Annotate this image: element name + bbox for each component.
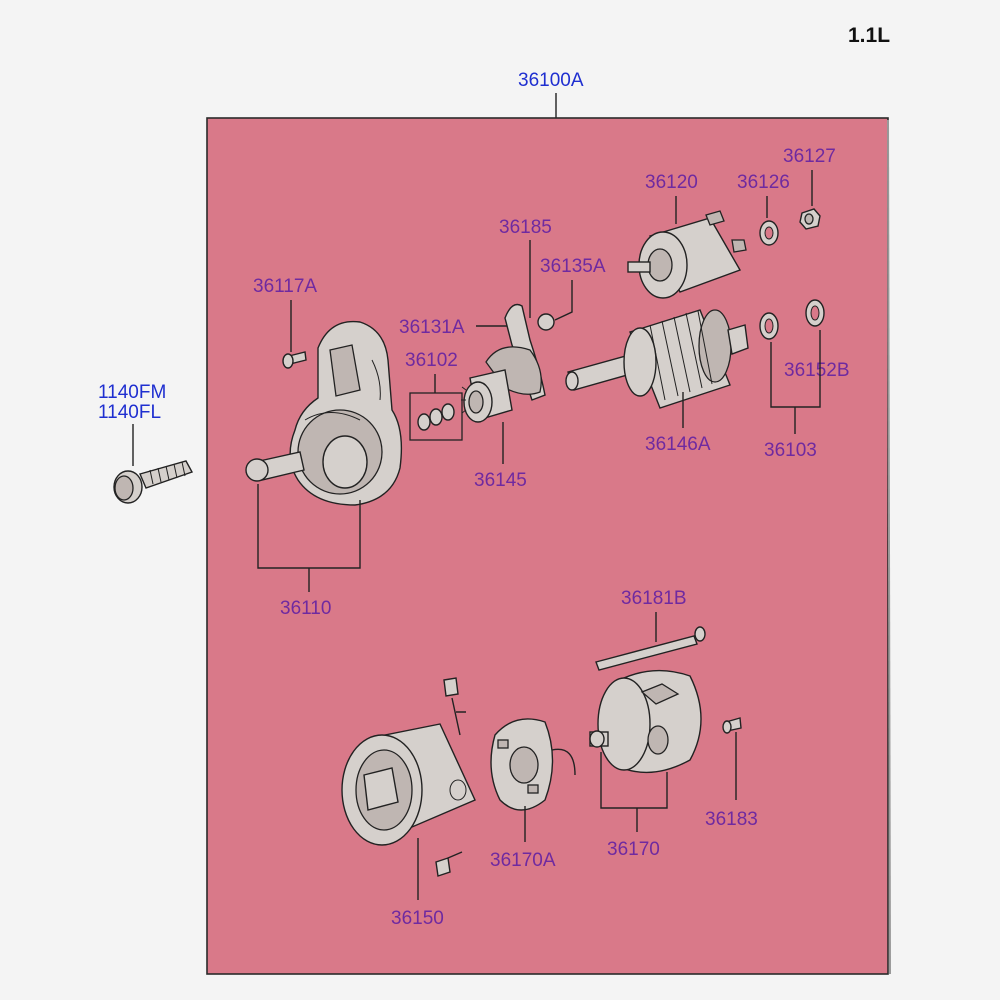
screw-icon: [282, 351, 307, 369]
bolt-label-fl[interactable]: 1140FL: [98, 402, 161, 423]
label-36117A[interactable]: 36117A: [253, 276, 317, 297]
leader-36135A: [554, 280, 573, 321]
panel-shadow: [887, 119, 891, 975]
label-36103[interactable]: 36103: [764, 440, 817, 461]
label-36135A[interactable]: 36135A: [540, 256, 606, 277]
front-housing-icon: [245, 320, 403, 506]
label-36170A[interactable]: 36170A: [490, 850, 556, 871]
label-36126[interactable]: 36126: [737, 172, 790, 193]
bolt-label-fm[interactable]: 1140FM: [98, 382, 166, 403]
label-36152B[interactable]: 36152B: [784, 360, 850, 381]
pinion-icon: [461, 369, 513, 423]
label-36131A[interactable]: 36131A: [399, 317, 465, 338]
label-36110[interactable]: 36110: [280, 598, 331, 619]
engine-size-label: 1.1L: [848, 24, 890, 47]
label-36120[interactable]: 36120: [645, 172, 698, 193]
shift-lever-icon: [485, 303, 555, 401]
label-36183[interactable]: 36183: [705, 809, 758, 830]
armature-icon: [565, 309, 749, 409]
rear-cover-icon: [589, 669, 702, 774]
nut-icon: [799, 208, 821, 230]
solenoid-icon: [627, 210, 747, 299]
label-36170[interactable]: 36170: [607, 839, 660, 860]
label-36145[interactable]: 36145: [474, 470, 527, 491]
label-36181B[interactable]: 36181B: [621, 588, 687, 609]
thrust-washer-icon-b: [805, 299, 825, 327]
label-36146A[interactable]: 36146A: [645, 434, 711, 455]
label-36150[interactable]: 36150: [391, 908, 444, 929]
through-bolt-icon: [595, 626, 706, 671]
label-36102[interactable]: 36102: [405, 350, 458, 371]
thrust-washer-icon-a: [759, 312, 779, 340]
yoke-icon: [341, 677, 476, 877]
bracket-36170: [600, 752, 668, 809]
assembly-label[interactable]: 36100A: [518, 70, 584, 91]
washer-icon: [759, 220, 779, 246]
brush-holder-icon: [490, 718, 576, 811]
bolt-icon: [113, 460, 194, 504]
cover-screw-icon: [722, 717, 742, 734]
kit-box-36102: [409, 392, 463, 441]
ring-kit-icon: [417, 403, 455, 431]
assembly-panel: [206, 117, 889, 975]
label-36127[interactable]: 36127: [783, 146, 836, 167]
label-36185[interactable]: 36185: [499, 217, 552, 238]
